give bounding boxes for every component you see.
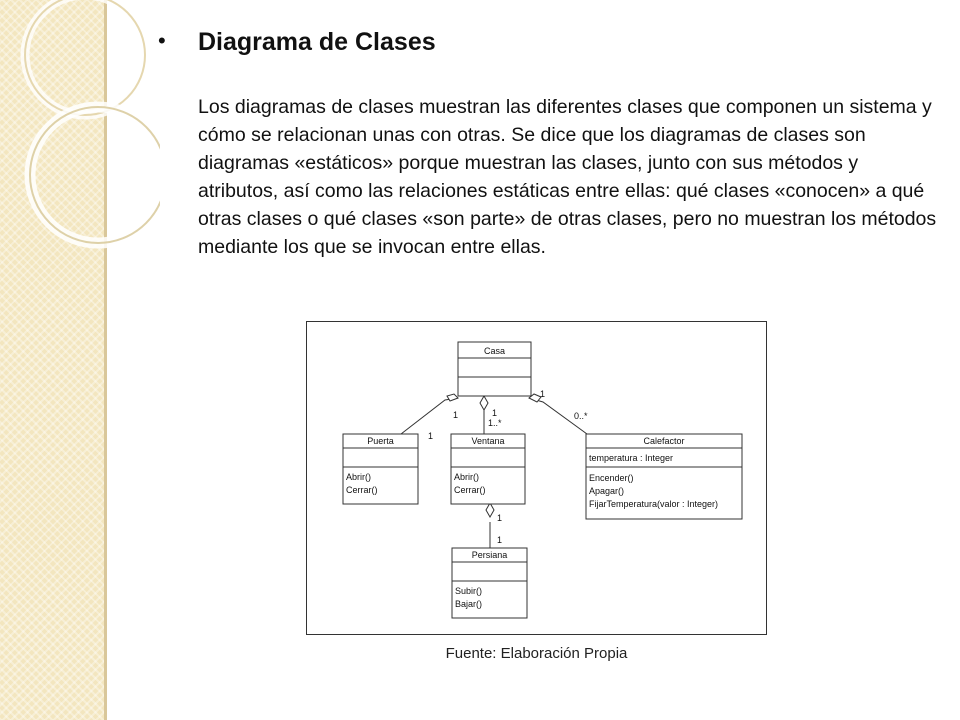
uml-diagram-frame: Casa Puerta Abrir() Cerrar() Ventana Abr… <box>306 321 767 635</box>
class-ventana-method: Abrir() <box>454 472 479 482</box>
multiplicity-label: 1 <box>453 410 458 420</box>
multiplicity-label: 1..* <box>488 418 502 428</box>
class-calefactor-name: Calefactor <box>643 436 684 446</box>
class-casa: Casa <box>457 341 532 397</box>
class-ventana: Ventana Abrir() Cerrar() <box>450 433 526 505</box>
diamond-ventana-persiana <box>485 501 495 519</box>
class-ventana-method: Cerrar() <box>454 485 486 495</box>
sidebar-edge <box>104 0 107 720</box>
multiplicity-label: 1 <box>428 431 433 441</box>
class-casa-name: Casa <box>484 346 505 356</box>
class-calefactor-method: FijarTemperatura(valor : Integer) <box>589 499 718 509</box>
multiplicity-label: 1 <box>540 389 545 399</box>
decorative-circles <box>20 0 160 249</box>
class-persiana-method: Subir() <box>455 586 482 596</box>
diamond-casa-puerta <box>446 393 459 402</box>
class-calefactor: Calefactor temperatura : Integer Encende… <box>585 433 743 520</box>
multiplicity-label: 1 <box>492 408 497 418</box>
figure-caption: Fuente: Elaboración Propia <box>445 645 628 662</box>
uml-class-diagram: Casa Puerta Abrir() Cerrar() Ventana Abr… <box>342 341 743 619</box>
class-puerta-method: Abrir() <box>346 472 371 482</box>
multiplicity-label: 1 <box>497 513 502 523</box>
multiplicity-label: 0..* <box>574 411 588 421</box>
class-puerta-method: Cerrar() <box>346 485 378 495</box>
class-calefactor-attribute: temperatura : Integer <box>589 453 673 463</box>
diamond-casa-ventana <box>479 394 489 412</box>
class-persiana-name: Persiana <box>472 550 508 560</box>
bullet-icon: • <box>158 28 166 53</box>
slide-heading: Diagrama de Clases <box>198 28 436 56</box>
multiplicity-label: 1 <box>497 535 502 545</box>
class-persiana-method: Bajar() <box>455 599 482 609</box>
diamond-casa-calefactor <box>528 393 542 403</box>
slide-body-text: Los diagramas de clases muestran las dif… <box>198 96 937 258</box>
class-ventana-name: Ventana <box>471 436 504 446</box>
class-calefactor-method: Apagar() <box>589 486 624 496</box>
class-persiana: Persiana Subir() Bajar() <box>451 547 528 619</box>
assoc-casa-puerta <box>400 397 459 435</box>
class-puerta: Puerta Abrir() Cerrar() <box>342 433 419 505</box>
class-calefactor-method: Encender() <box>589 473 634 483</box>
class-puerta-name: Puerta <box>367 436 394 446</box>
